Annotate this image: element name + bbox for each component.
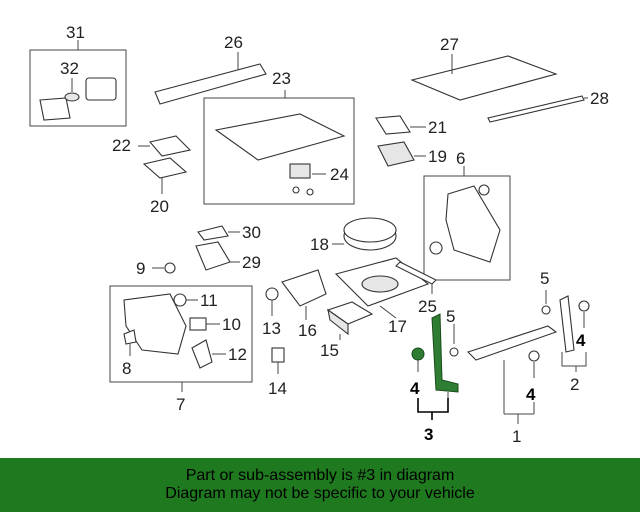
part-24-pad[interactable] [289, 163, 311, 179]
parts-diagram: 31 32 26 23 24 27 28 22 20 21 19 6 30 29 [29, 23, 609, 446]
part-18-spare-tire-top [343, 217, 397, 243]
box-7 [109, 285, 253, 383]
part-9-clip[interactable] [164, 262, 176, 274]
callout-16[interactable]: 16 [298, 321, 317, 340]
part-4-clip-left[interactable] [411, 347, 425, 361]
callout-31[interactable]: 31 [66, 23, 85, 42]
box-23 [203, 97, 355, 205]
part-20-bracket[interactable] [142, 157, 188, 179]
part-8-clip[interactable] [123, 329, 137, 345]
part-1-scuff-plate[interactable] [466, 325, 558, 361]
callout-23[interactable]: 23 [272, 69, 291, 88]
part-4-clip-mid[interactable] [528, 350, 540, 362]
part-10-retainer[interactable] [189, 317, 207, 331]
part-21-cover[interactable] [375, 115, 411, 135]
callout-9[interactable]: 9 [136, 259, 145, 278]
part-32-bulb[interactable] [64, 92, 80, 102]
bracket-3 [417, 398, 449, 413]
callout-4-left[interactable]: 4 [410, 379, 420, 398]
callout-17[interactable]: 17 [388, 317, 407, 336]
part-17-hub [361, 275, 399, 293]
callout-14[interactable]: 14 [268, 379, 287, 398]
part-6-grommet[interactable] [429, 241, 443, 255]
part-2-pillar-trim[interactable] [559, 295, 575, 353]
callout-3[interactable]: 3 [424, 425, 433, 444]
part-26-rail[interactable] [154, 63, 267, 105]
callout-22[interactable]: 22 [112, 136, 131, 155]
info-banner: Part or sub-assembly is #3 in diagram Di… [0, 458, 640, 512]
callout-18[interactable]: 18 [310, 235, 329, 254]
part-4-clip-right[interactable] [578, 300, 590, 312]
part-5-clip-left[interactable] [449, 347, 459, 357]
callout-5-right[interactable]: 5 [540, 269, 549, 288]
callout-21[interactable]: 21 [428, 118, 447, 137]
part-13-nut[interactable] [265, 287, 279, 301]
part-11-clip[interactable] [173, 293, 187, 307]
part-24-clip-a[interactable] [292, 186, 300, 194]
part-28-rod[interactable] [487, 95, 585, 123]
part-6-side-trim[interactable] [445, 185, 501, 263]
banner-line-2: Diagram may not be specific to your vehi… [165, 485, 475, 502]
callout-2[interactable]: 2 [570, 375, 579, 394]
callout-24[interactable]: 24 [330, 165, 349, 184]
part-32-switch[interactable] [85, 77, 117, 101]
callout-1[interactable]: 1 [512, 427, 521, 446]
callout-32[interactable]: 32 [60, 59, 79, 78]
part-29-bracket[interactable] [195, 241, 231, 271]
callout-12[interactable]: 12 [228, 345, 247, 364]
callout-30[interactable]: 30 [242, 223, 261, 242]
callout-8[interactable]: 8 [122, 359, 131, 378]
callout-5-left[interactable]: 5 [446, 307, 455, 326]
part-30-clip-cover[interactable] [197, 225, 229, 241]
part-14-plug[interactable] [271, 347, 285, 363]
banner-line-1: Part or sub-assembly is #3 in diagram [185, 467, 455, 484]
callout-4-right[interactable]: 4 [576, 331, 586, 350]
part-27-tonneau-cover[interactable] [410, 55, 558, 101]
callout-11[interactable]: 11 [200, 291, 218, 310]
callout-13[interactable]: 13 [262, 319, 281, 338]
callout-19[interactable]: 19 [428, 147, 447, 166]
callout-6[interactable]: 6 [456, 149, 465, 168]
callout-15[interactable]: 15 [320, 341, 339, 360]
part-24-clip-b[interactable] [306, 188, 314, 196]
callout-27[interactable]: 27 [440, 35, 459, 54]
callout-29[interactable]: 29 [242, 253, 261, 272]
callout-4-mid[interactable]: 4 [526, 385, 536, 404]
part-16-tray[interactable] [281, 269, 327, 307]
part-15-side [327, 308, 349, 336]
part-19-bracket[interactable] [377, 141, 415, 167]
bracket-2 [561, 352, 587, 367]
callout-28[interactable]: 28 [590, 89, 609, 108]
callout-26[interactable]: 26 [224, 33, 243, 52]
box-6 [423, 175, 511, 281]
part-22-cover[interactable] [148, 135, 192, 157]
part-23-deck-board[interactable] [214, 113, 346, 161]
part-7-side-trim[interactable] [123, 293, 187, 355]
callout-20[interactable]: 20 [150, 197, 169, 216]
part-6-clip[interactable] [478, 184, 490, 196]
part-31-lamp[interactable] [39, 97, 71, 121]
part-5-clip-right[interactable] [541, 305, 551, 315]
part-12-cover[interactable] [191, 339, 213, 369]
callout-7[interactable]: 7 [176, 395, 185, 414]
part-3-trim-panel[interactable] [431, 313, 459, 393]
callout-25[interactable]: 25 [418, 297, 437, 316]
callout-10[interactable]: 10 [222, 315, 241, 334]
